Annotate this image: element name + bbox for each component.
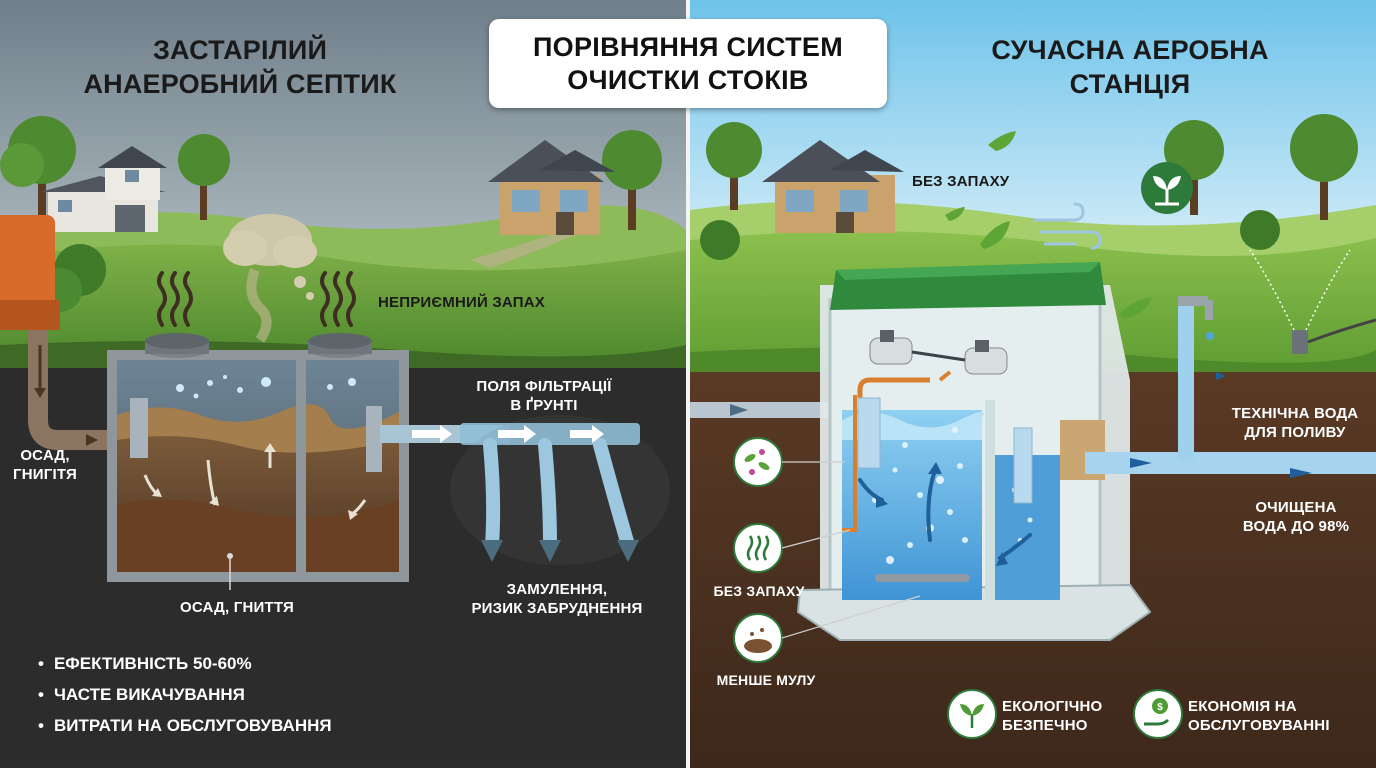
unpleasant-smell-label: НЕПРИЄМНИЙ ЗАПАХ bbox=[378, 294, 545, 311]
technical-water-line-1: ТЕХНІЧНА ВОДА bbox=[1231, 405, 1359, 422]
filtration-fields-line-2: В ҐРУНТІ bbox=[510, 397, 578, 414]
cleaned-water-line-1: ОЧИЩЕНА bbox=[1255, 499, 1337, 516]
maintenance-savings-label: ЕКОНОМІЯ НА ОБСЛУГОВУВАННІ bbox=[1188, 697, 1330, 735]
cleaned-water-line-2: ВОДА ДО 98% bbox=[1242, 518, 1350, 535]
right-title-line-1: СУЧАСНА АЕРОБНА bbox=[991, 35, 1269, 65]
plant-icon bbox=[1141, 162, 1193, 214]
smell-wave-icon bbox=[157, 271, 356, 327]
compressor-icon bbox=[869, 330, 1008, 375]
sediment-side-label: ОСАД, ГНИГІТЯ bbox=[0, 446, 90, 484]
cloud-icon bbox=[223, 214, 317, 343]
sediment-bottom-label: ОСАД, ГНИТТЯ bbox=[180, 599, 294, 616]
filtration-fields-label: ПОЛЯ ФІЛЬТРАЦІЇ В ҐРУНТІ bbox=[474, 377, 614, 415]
left-title: ЗАСТАРІЛИЙ АНАЕРОБНИЙ СЕПТИК bbox=[60, 33, 420, 101]
silting-risk-label: ЗАМУЛЕННЯ, РИЗИК ЗАБРУДНЕННЯ bbox=[462, 580, 652, 618]
anaerobic-scene bbox=[0, 0, 686, 768]
comparison-title-line-1: ПОРІВНЯННЯ СИСТЕМ bbox=[532, 31, 844, 62]
panel-divider bbox=[686, 0, 690, 768]
maintenance-savings-line-2: ОБСЛУГОВУВАННІ bbox=[1188, 717, 1330, 734]
sludge-icon bbox=[733, 613, 783, 663]
right-title: СУЧАСНА АЕРОБНА СТАНЦІЯ bbox=[970, 33, 1290, 101]
wind-icon bbox=[1033, 202, 1102, 250]
no-smell-badge-label: БЕЗ ЗАПАХУ bbox=[713, 583, 805, 599]
sediment-side-line-2: ГНИГІТЯ bbox=[13, 466, 77, 483]
tree-icon bbox=[0, 116, 662, 312]
aerobic-station-panel: $ СУЧАСНА АЕРОБНА СТАНЦІЯ БЕЗ ЗАПАХУ ТЕХ… bbox=[690, 0, 1376, 768]
drain-field bbox=[450, 415, 670, 565]
no-smell-top-label: БЕЗ ЗАПАХУ bbox=[912, 173, 1010, 190]
sprinkler-icon bbox=[1249, 249, 1376, 354]
list-item: ЧАСТЕ ВИКАЧУВАННЯ bbox=[38, 679, 332, 710]
money-hand-icon: $ bbox=[1133, 689, 1183, 739]
technical-water-label: ТЕХНІЧНА ВОДА ДЛЯ ПОЛИВУ bbox=[1220, 404, 1370, 442]
house-icon bbox=[40, 146, 167, 232]
sediment-side-line-1: ОСАД, bbox=[20, 447, 70, 464]
smell-wave-icon bbox=[733, 523, 783, 573]
technical-water-line-2: ДЛЯ ПОЛИВУ bbox=[1244, 424, 1346, 441]
cleaned-water-label: ОЧИЩЕНА ВОДА ДО 98% bbox=[1238, 498, 1354, 536]
eco-safe-label: ЕКОЛОГІЧНО БЕЗПЕЧНО bbox=[1002, 697, 1102, 735]
silting-risk-line-2: РИЗИК ЗАБРУДНЕННЯ bbox=[471, 600, 643, 617]
filtration-fields-line-1: ПОЛЯ ФІЛЬТРАЦІЇ bbox=[476, 378, 612, 395]
faucet-icon bbox=[1178, 296, 1214, 340]
anaerobic-septic-panel: ЗАСТАРІЛИЙ АНАЕРОБНИЙ СЕПТИК НЕПРИЄМНИЙ … bbox=[0, 0, 686, 768]
house-icon bbox=[488, 140, 615, 235]
plant-icon bbox=[947, 689, 997, 739]
silting-risk-line-1: ЗАМУЛЕННЯ, bbox=[506, 581, 608, 598]
right-title-line-2: СТАНЦІЯ bbox=[1069, 69, 1191, 99]
house-icon bbox=[762, 140, 904, 233]
bacteria-icon bbox=[733, 437, 783, 487]
aerobic-scene: $ bbox=[690, 0, 1376, 768]
list-item: ВИТРАТИ НА ОБСЛУГОВУВАННЯ bbox=[38, 710, 332, 741]
left-title-line-1: ЗАСТАРІЛИЙ bbox=[152, 35, 328, 65]
less-sludge-label: МЕНШЕ МУЛУ bbox=[716, 672, 816, 688]
eco-safe-line-1: ЕКОЛОГІЧНО bbox=[1002, 698, 1103, 715]
left-title-line-2: АНАЕРОБНИЙ СЕПТИК bbox=[83, 69, 397, 99]
eco-safe-line-2: БЕЗПЕЧНО bbox=[1002, 717, 1088, 734]
list-item: ЕФЕКТИВНІСТЬ 50-60% bbox=[38, 648, 332, 679]
comparison-title-line-2: ОЧИСТКИ СТОКІВ bbox=[567, 64, 809, 95]
maintenance-savings-line-1: ЕКОНОМІЯ НА bbox=[1188, 698, 1297, 715]
drawbacks-list: ЕФЕКТИВНІСТЬ 50-60% ЧАСТЕ ВИКАЧУВАННЯ ВИ… bbox=[38, 648, 332, 741]
comparison-title-card: ПОРІВНЯННЯ СИСТЕМ ОЧИСТКИ СТОКІВ bbox=[489, 19, 887, 108]
svg-text:$: $ bbox=[1157, 702, 1163, 713]
leaf-icon bbox=[945, 131, 1152, 319]
